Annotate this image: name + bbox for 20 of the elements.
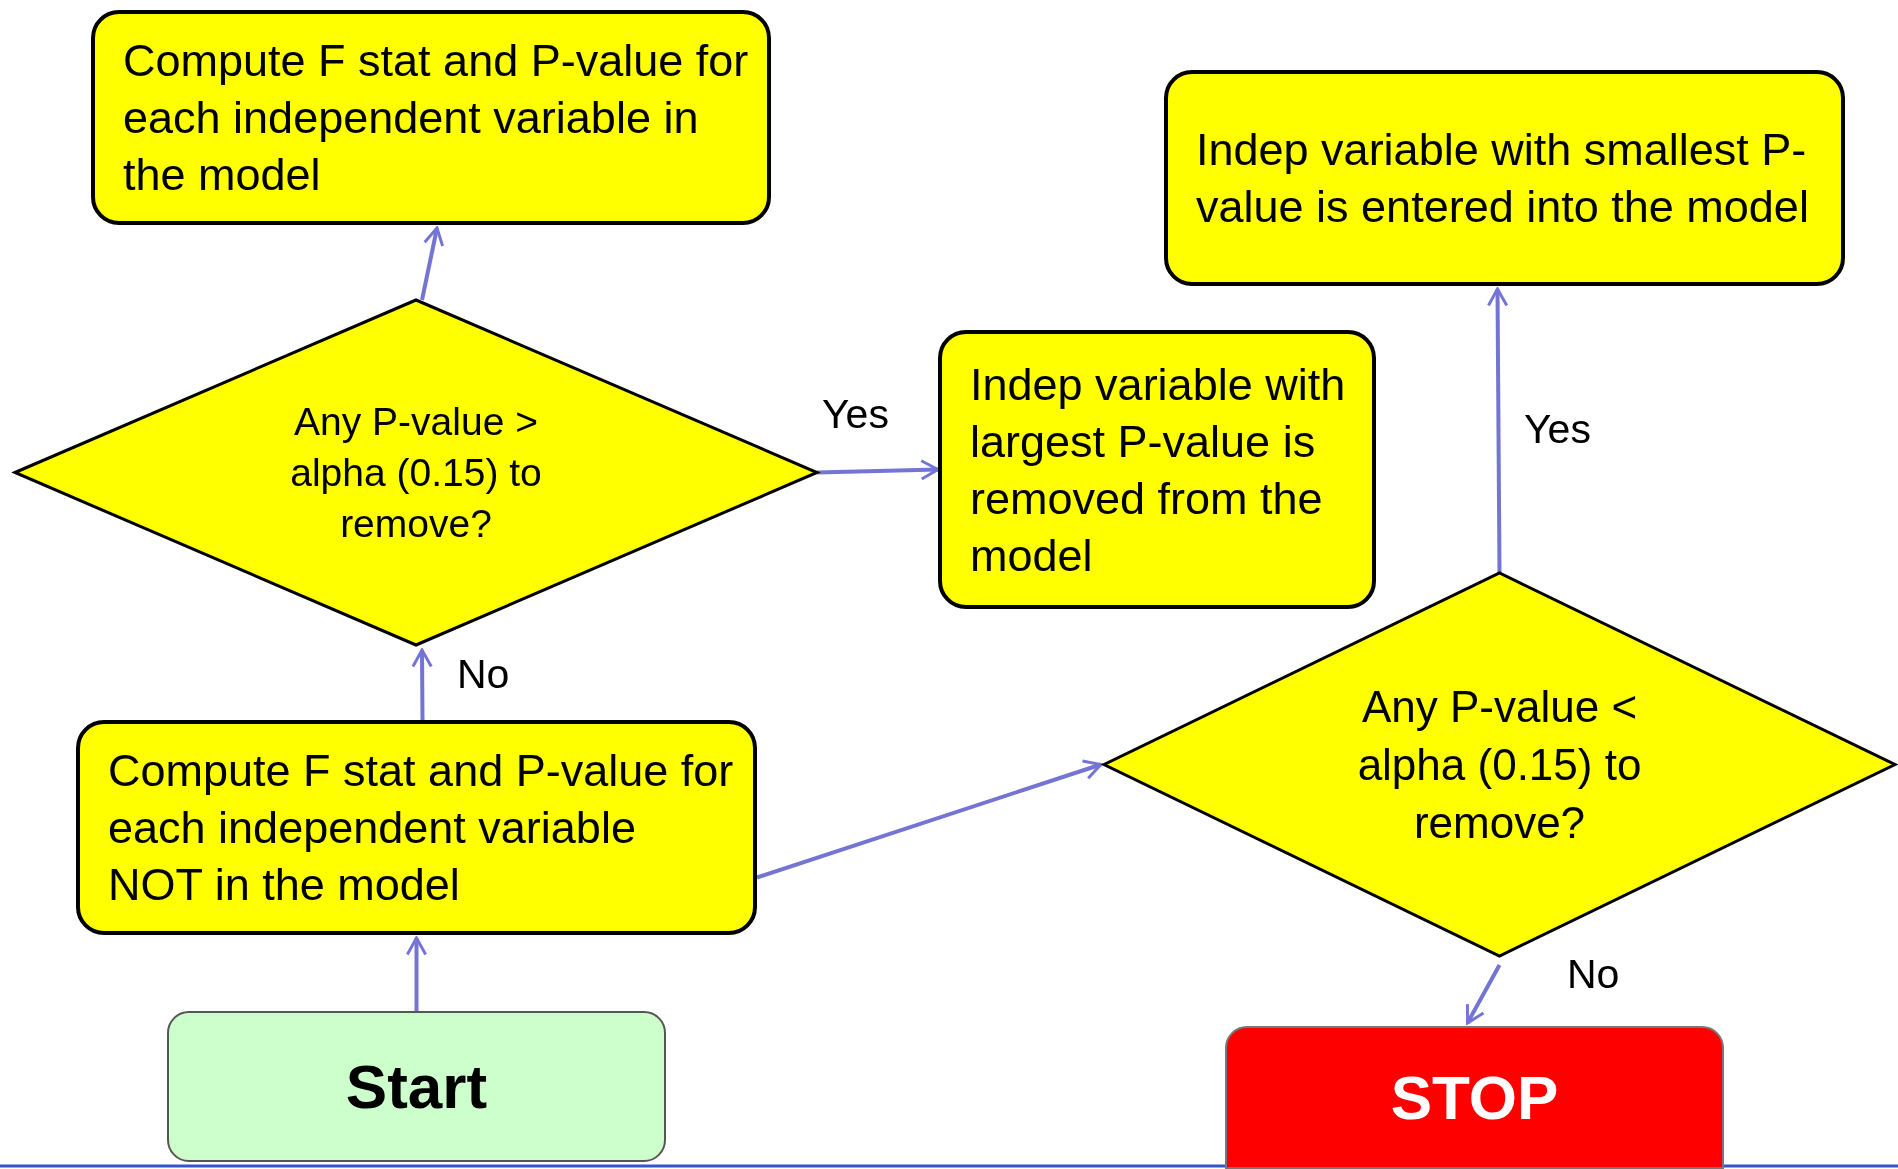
node-label: Compute F stat and P-value for each independent variable in the model [123,34,749,202]
node-label: STOP [1390,1069,1559,1126]
process-box [76,720,757,935]
node-label: Start [345,1058,488,1115]
node-label: Indep variable with largest P-value is removed from the model [970,357,1347,583]
process-box [1164,70,1845,286]
arrow [411,648,433,720]
arrow [816,459,940,481]
process-box [938,330,1376,609]
arrow [756,759,1103,880]
arrow [405,936,428,1011]
node-label: Any P-value < alpha (0.15) to remove? [1356,680,1643,849]
node-label: Indep variable with smallest P-value is entered into the model [1196,123,1810,234]
process-box [91,10,771,225]
arrow [1465,964,1502,1025]
arrow [420,226,445,301]
start-terminator [167,1011,666,1162]
node-label: Compute F stat and P-value for each independent variable NOT in the model [108,744,735,912]
arrow [1487,287,1509,573]
stop-terminator [1225,1026,1724,1169]
